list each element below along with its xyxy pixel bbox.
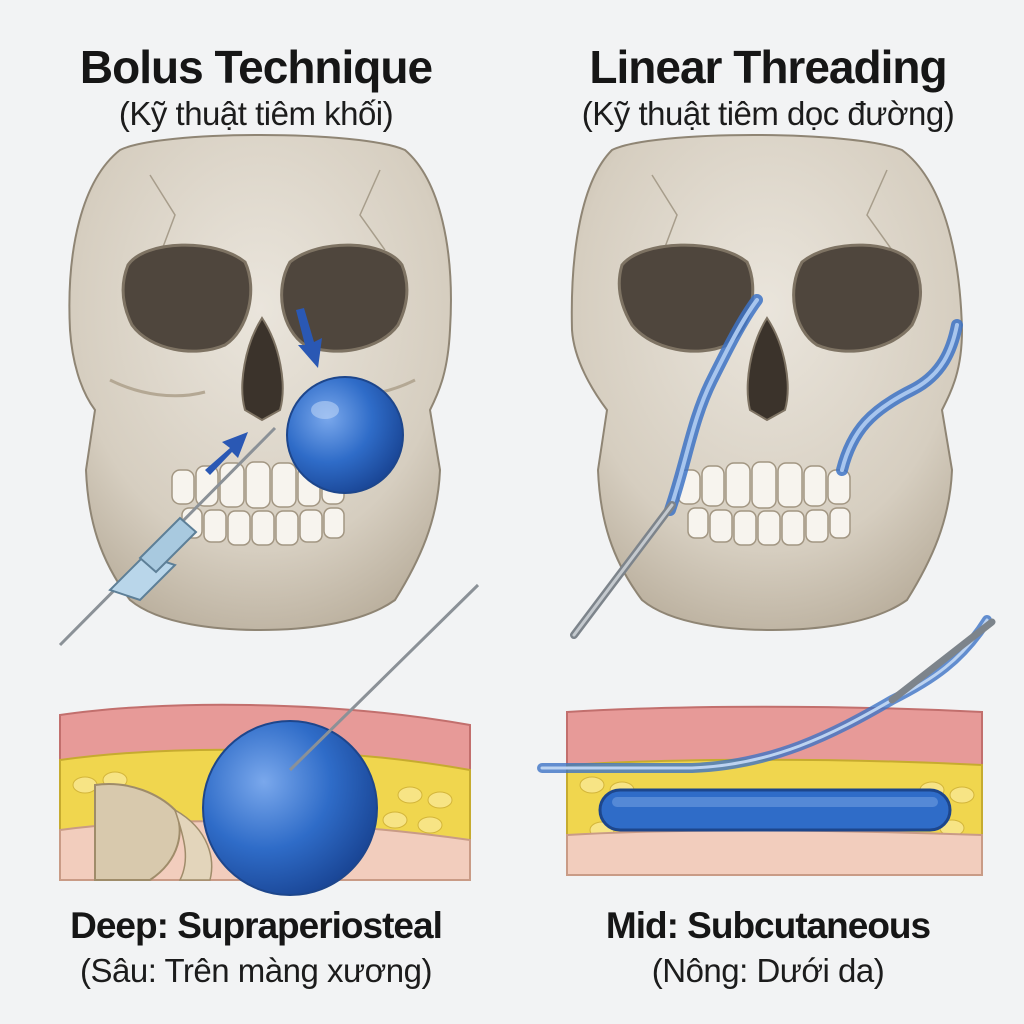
skin-layer — [566, 705, 983, 771]
right-eye-socket — [792, 243, 923, 353]
panel-title: Bolus Technique — [79, 41, 433, 93]
skull — [68, 134, 452, 632]
filler-thread — [664, 294, 963, 516]
depth-caption-sub: (Sâu: Trên màng xương) — [80, 952, 432, 989]
depth-caption: Mid: Subcutaneous — [605, 905, 931, 946]
left-eye-socket — [121, 243, 253, 353]
skull — [570, 134, 964, 632]
depth-caption-sub: (Nông: Dưới da) — [651, 952, 885, 989]
tissue-cannula — [888, 618, 996, 704]
tissue-cross-section — [59, 583, 480, 896]
tissue-filler-bolus — [202, 720, 378, 896]
deep-layer — [566, 829, 983, 876]
depth-caption: Deep: Supraperiosteal — [70, 905, 443, 946]
nasal-cavity — [746, 316, 789, 422]
panel-subtitle: (Kỹ thuật tiêm khối) — [118, 95, 394, 132]
tissue-filler-thread — [598, 788, 952, 832]
panel-title: Linear Threading — [589, 41, 947, 93]
filler-bolus — [286, 376, 404, 494]
bolus-needle — [58, 426, 277, 647]
right-eye-socket — [280, 243, 409, 353]
tissue-cross-section — [537, 615, 996, 876]
linear-threading-panel: Linear Threading (Kỹ thuật tiêm dọc đườn… — [512, 0, 1024, 1024]
threading-cannula — [570, 501, 676, 639]
threading-illustration — [537, 134, 996, 876]
bolus-technique-panel: Bolus Technique (Kỹ thuật tiêm khối) Dee… — [58, 41, 480, 989]
nasal-cavity — [241, 316, 284, 422]
direction-arrow-icon — [205, 308, 322, 475]
teeth — [677, 461, 851, 546]
tissue-needle — [288, 583, 480, 772]
bolus-illustration — [58, 134, 480, 896]
panel-subtitle: (Kỹ thuật tiêm dọc đường) — [581, 95, 955, 132]
